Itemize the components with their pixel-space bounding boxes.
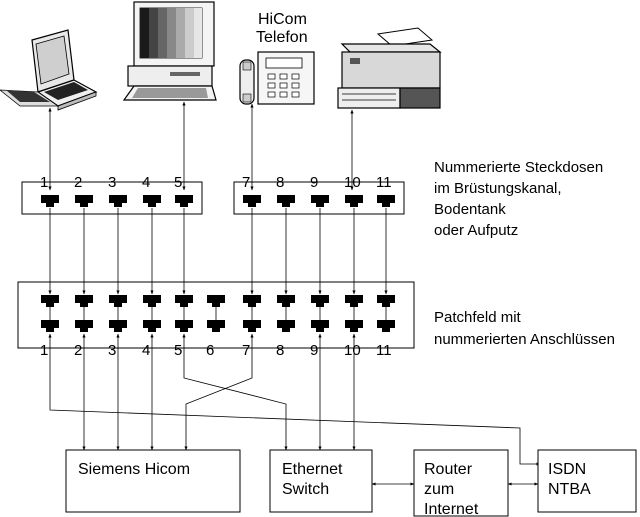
rj45-port-icon: [377, 320, 395, 332]
switch-label-line: Ethernet: [282, 461, 343, 478]
rj45-port-icon: [109, 195, 127, 207]
outlet-desc-line: oder Aufputz: [434, 222, 518, 239]
outlet-number: 7: [242, 174, 250, 191]
rj45-port-icon: [109, 320, 127, 332]
patch-number: 1: [40, 342, 48, 359]
isdn-ntba-box: ISDN NTBA: [537, 449, 637, 513]
rj45-port-icon: [75, 320, 93, 332]
rj45-port-icon: [41, 295, 59, 307]
rj45-port-icon: [175, 295, 193, 307]
rj45-port-icon: [41, 320, 59, 332]
rj45-port-icon: [175, 320, 193, 332]
outlet-description: Nummerierte Steckdosen im Brüstungskanal…: [434, 159, 603, 239]
rj45-port-icon: [143, 195, 161, 207]
patch-number: 3: [108, 342, 116, 359]
rj45-port-icon: [175, 195, 193, 207]
rj45-port-icon: [243, 295, 261, 307]
rj45-port-icon: [345, 295, 363, 307]
siemens-hicom-label: Siemens Hicom: [78, 461, 190, 478]
phone-label-line2: Telefon: [256, 29, 308, 46]
cabling-lines: [48, 208, 388, 295]
rj45-port-icon: [243, 320, 261, 332]
rj45-port-icon: [377, 195, 395, 207]
rj45-port-icon: [75, 195, 93, 207]
rj45-port-icon: [311, 295, 329, 307]
patch-number: 4: [142, 342, 150, 359]
ethernet-switch-box: Ethernet Switch: [269, 449, 373, 513]
patch-number: 11: [376, 342, 392, 359]
isdn-label-line: ISDN: [548, 461, 586, 478]
rj45-port-icon: [277, 320, 295, 332]
outlet-ports: [41, 195, 395, 207]
rj45-port-icon: [41, 195, 59, 207]
patch-number: 10: [344, 342, 361, 359]
patch-number: 9: [310, 342, 318, 359]
rj45-port-icon: [207, 320, 225, 332]
outlet-desc-line: im Brüstungskanal,: [434, 180, 562, 197]
router-label-line: Router: [424, 461, 473, 478]
rj45-port-icon: [207, 295, 225, 307]
patch-cables: [48, 333, 541, 486]
patch-desc-line: nummerierten Anschlüssen: [434, 331, 615, 348]
switch-label-line: Switch: [282, 481, 329, 498]
outlet-number: 3: [108, 174, 116, 191]
siemens-hicom-box: Siemens Hicom: [65, 449, 241, 513]
laptop-icon: [0, 29, 98, 111]
patch-number: 5: [174, 342, 182, 359]
rj45-port-icon: [345, 320, 363, 332]
outlet-number: 1: [40, 174, 48, 191]
outlet-desc-line: Bodentank: [434, 201, 506, 218]
isdn-label-line: NTBA: [548, 481, 591, 498]
outlet-number: 8: [276, 174, 284, 191]
router-box: Router zum Internet: [413, 449, 509, 517]
phone-label-line1: HiCom: [258, 11, 307, 28]
rj45-port-icon: [277, 295, 295, 307]
rj45-port-icon: [345, 195, 363, 207]
outlet-number: 9: [310, 174, 318, 191]
patch-description: Patchfeld mit nummerierten Anschlüssen: [434, 309, 615, 348]
rj45-port-icon: [143, 295, 161, 307]
patch-number: 7: [242, 342, 250, 359]
connection-lines: [48, 101, 354, 191]
rj45-port-icon: [109, 295, 127, 307]
outlet-number: 4: [142, 174, 150, 191]
patch-number: 2: [74, 342, 82, 359]
rj45-port-icon: [243, 195, 261, 207]
rj45-port-icon: [311, 195, 329, 207]
patch-number: 8: [276, 342, 284, 359]
rj45-port-icon: [311, 320, 329, 332]
rj45-port-icon: [377, 295, 395, 307]
patch-number: 6: [206, 342, 214, 359]
router-label-line: Internet: [424, 501, 479, 517]
telephone-icon: [239, 51, 315, 105]
router-label-line: zum: [424, 481, 454, 498]
printer-icon: [337, 27, 442, 109]
outlet-desc-line: Nummerierte Steckdosen: [434, 159, 603, 176]
rj45-port-icon: [277, 195, 295, 207]
outlet-number: 5: [174, 174, 182, 191]
outlet-number: 2: [74, 174, 82, 191]
rj45-port-icon: [143, 320, 161, 332]
desktop-computer-icon: [122, 1, 217, 101]
outlet-number: 11: [376, 174, 392, 191]
rj45-port-icon: [75, 295, 93, 307]
patch-ports: [41, 295, 395, 332]
patch-desc-line: Patchfeld mit: [434, 309, 522, 326]
